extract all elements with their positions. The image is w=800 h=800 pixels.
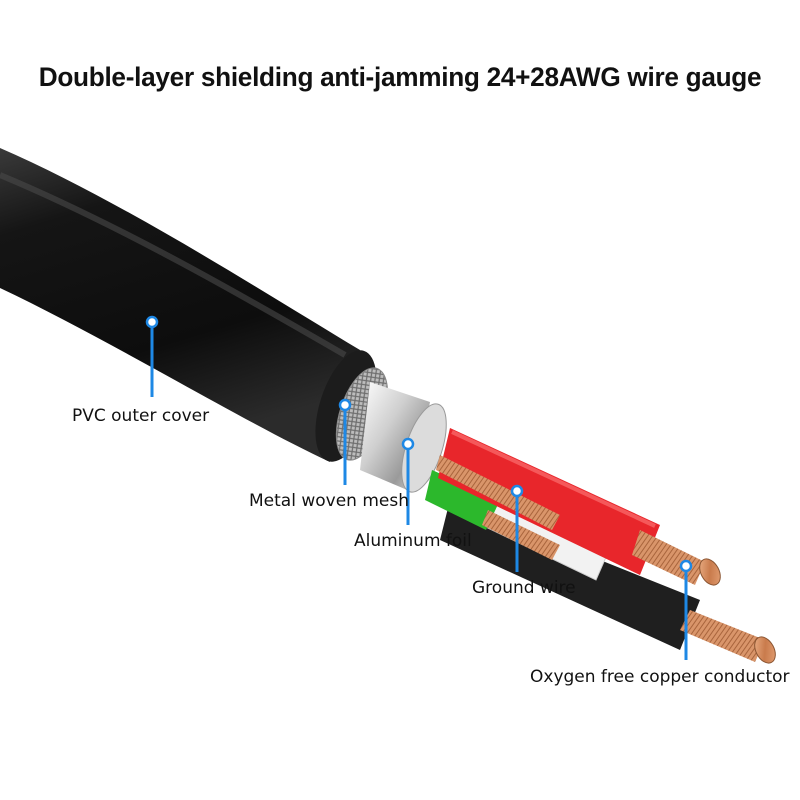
label-aluminum-foil: Aluminum foil — [354, 531, 472, 551]
label-metal-woven-mesh: Metal woven mesh — [249, 491, 409, 511]
leader-ground — [510, 484, 524, 572]
label-ground-wire: Ground wire — [472, 578, 576, 598]
leader-copper — [679, 559, 693, 660]
leader-pvc — [145, 315, 159, 397]
inner-wires — [425, 428, 700, 650]
leader-mesh — [338, 398, 352, 485]
label-copper-conductor: Oxygen free copper conductor — [530, 667, 790, 687]
leader-foil — [401, 437, 415, 525]
label-pvc-outer-cover: PVC outer cover — [72, 406, 210, 426]
diagram-title: Double-layer shielding anti-jamming 24+2… — [38, 62, 762, 92]
